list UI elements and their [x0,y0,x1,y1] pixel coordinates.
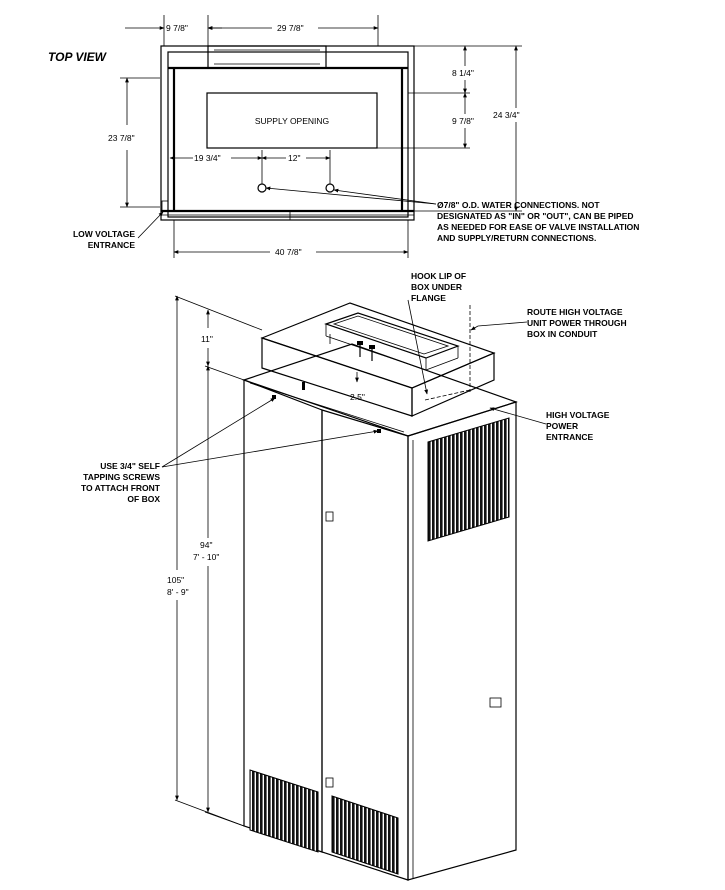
svg-text:HIGH VOLTAGE: HIGH VOLTAGE [546,410,610,420]
svg-text:ENTRANCE: ENTRANCE [88,240,136,250]
svg-text:TAPPING SCREWS: TAPPING SCREWS [83,472,160,482]
dim-right-upper: 8 1/4" [452,68,474,78]
supply-opening [206,92,378,149]
right-depth-dimensions: 8 1/4" 9 7/8" 24 3/4" [377,45,522,212]
screws-note: USE 3/4" SELF TAPPING SCREWS TO ATTACH F… [81,461,161,504]
svg-text:OF BOX: OF BOX [127,494,160,504]
dim-unit-height-in: 94" [200,540,212,550]
dim-unit-height-ft: 7' - 10" [193,552,219,562]
bottom-width-dimension: 40 7/8" [173,220,409,258]
top-view-title: TOP VIEW [48,50,108,64]
water-connection-note: Ø7/8" O.D. WATER CONNECTIONS. NOT DESIGN… [437,200,639,243]
route-high-voltage-note: ROUTE HIGH VOLTAGE UNIT POWER THROUGH BO… [527,307,627,339]
dim-right-lower: 9 7/8" [452,116,474,126]
high-voltage-entrance-note: HIGH VOLTAGE POWER ENTRANCE [546,410,610,442]
top-view: TOP VIEW 9 7/8" 29 7/8" [48,15,639,258]
upper-louver-grille [427,417,510,542]
svg-text:BOX IN CONDUIT: BOX IN CONDUIT [527,329,598,339]
svg-text:UNIT POWER THROUGH: UNIT POWER THROUGH [527,318,627,328]
water-connection-left [257,183,267,193]
dim-water-spacing: 12" [288,153,300,163]
svg-text:USE 3/4" SELF: USE 3/4" SELF [100,461,160,471]
isometric-view: 11" 94" 7' - 10" 105" 8' - 9" 2.5" HOOK … [81,271,627,881]
dim-total-height-ft: 8' - 9" [167,587,189,597]
svg-text:FLANGE: FLANGE [411,293,446,303]
top-view-unit-outline: SUPPLY OPENING 19 3/4" 12" [160,45,415,221]
svg-text:ENTRANCE: ENTRANCE [546,432,594,442]
supply-box [260,302,496,433]
svg-text:Ø7/8" O.D. WATER CONNECTIONS.: Ø7/8" O.D. WATER CONNECTIONS. NOT [437,200,600,210]
dim-flange: 2.5" [350,392,365,402]
height-dimensions: 11" 94" 7' - 10" 105" 8' - 9" 2.5" [167,295,365,827]
lower-right-louver-grille [331,795,399,875]
dim-box-height: 11" [201,334,213,344]
dim-top-width: 29 7/8" [277,23,304,33]
top-dimension-row: 9 7/8" 29 7/8" [125,15,379,46]
left-depth-dimension: 23 7/8" [108,77,160,208]
svg-text:HOOK LIP OF: HOOK LIP OF [411,271,466,281]
dim-water-offset: 19 3/4" [194,153,221,163]
svg-text:TO ATTACH FRONT: TO ATTACH FRONT [81,483,161,493]
hook-lip-note: HOOK LIP OF BOX UNDER FLANGE [411,271,466,303]
dim-left-depth: 23 7/8" [108,133,135,143]
water-connection-right [325,183,335,193]
lower-left-louver-grille [249,769,319,853]
svg-text:AS NEEDED FOR EASE OF VALVE IN: AS NEEDED FOR EASE OF VALVE INSTALLATION [437,222,639,232]
dim-overall-width: 40 7/8" [275,247,302,257]
svg-text:BOX UNDER: BOX UNDER [411,282,462,292]
svg-text:AND SUPPLY/RETURN CONNECTIONS.: AND SUPPLY/RETURN CONNECTIONS. [437,233,596,243]
supply-opening-label: SUPPLY OPENING [255,116,329,126]
svg-text:POWER: POWER [546,421,578,431]
svg-text:ROUTE HIGH VOLTAGE: ROUTE HIGH VOLTAGE [527,307,623,317]
dim-overall-depth: 24 3/4" [493,110,520,120]
low-voltage-note: LOW VOLTAGE ENTRANCE [73,229,135,250]
dim-left-offset: 9 7/8" [166,23,188,33]
svg-text:LOW VOLTAGE: LOW VOLTAGE [73,229,135,239]
dim-total-height-in: 105" [167,575,184,585]
svg-text:DESIGNATED AS "IN" OR "OUT", C: DESIGNATED AS "IN" OR "OUT", CAN BE PIPE… [437,211,634,221]
